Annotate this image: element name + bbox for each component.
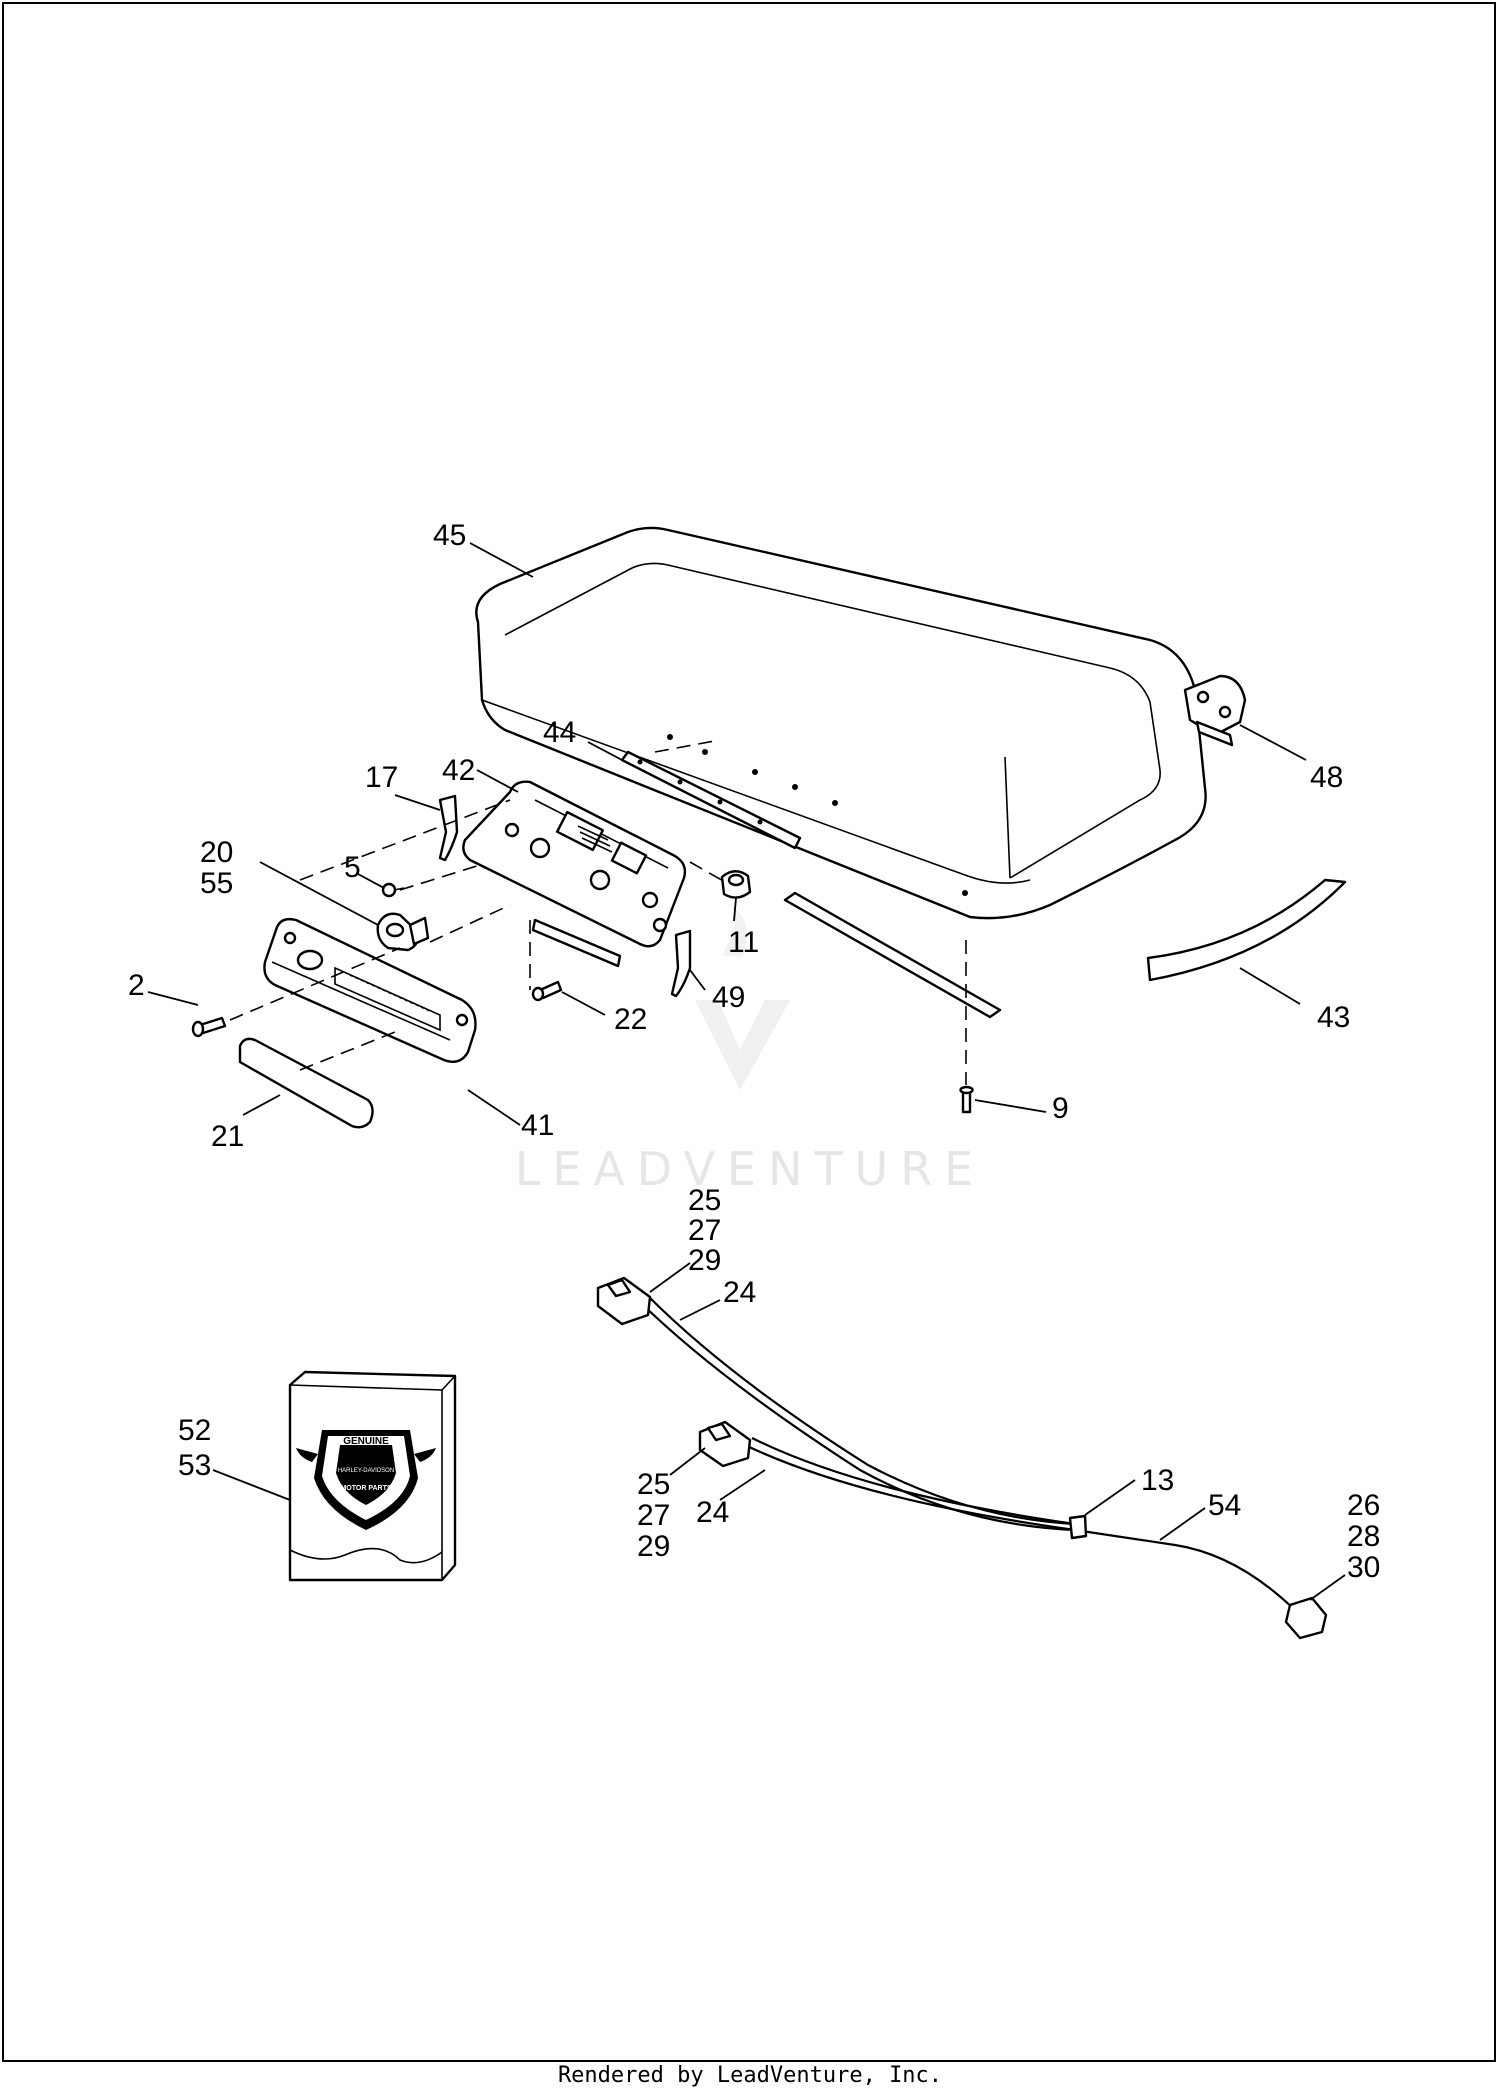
lid-part-45 (475, 526, 1207, 920)
badge-text-motor-parts: MOTOR PARTS (340, 1485, 391, 1492)
callout-53: 53 (178, 1449, 211, 1482)
callout-27-upper: 27 (688, 1214, 721, 1247)
callout-13: 13 (1141, 1464, 1174, 1497)
callout-22: 22 (614, 1003, 647, 1036)
wiring-harness-part-24 (596, 1276, 1328, 1640)
lens-part-21 (238, 1037, 374, 1129)
manual-part-52: GENUINE HARLEY-DAVIDSON MOTOR PARTS (288, 1370, 457, 1582)
screw-part-22 (531, 980, 563, 1002)
trim-part-43 (1146, 878, 1347, 982)
lever-part-49 (670, 929, 692, 998)
callout-2: 2 (128, 969, 145, 1002)
handle-cover-part-41 (263, 917, 477, 1063)
bracket-part-48 (1183, 674, 1247, 747)
lever-part-17 (438, 794, 459, 862)
genuine-motor-parts-logo: GENUINE HARLEY-DAVIDSON MOTOR PARTS (296, 1430, 436, 1530)
callout-26: 26 (1347, 1489, 1380, 1522)
callout-55: 55 (200, 867, 233, 900)
callout-52: 52 (178, 1414, 211, 1447)
callout-48: 48 (1310, 761, 1343, 794)
callout-25-lower: 25 (637, 1468, 670, 1501)
callout-21: 21 (211, 1120, 244, 1153)
callout-44: 44 (543, 716, 576, 749)
callout-25-upper: 25 (688, 1184, 721, 1217)
callout-30: 30 (1347, 1551, 1380, 1584)
callout-29-lower: 29 (637, 1530, 670, 1563)
callout-24-upper: 24 (723, 1276, 756, 1309)
callout-29-upper: 29 (688, 1244, 721, 1277)
strip-part-44 (620, 750, 802, 850)
badge-text-brand: HARLEY-DAVIDSON (338, 1468, 394, 1474)
callout-43: 43 (1317, 1001, 1350, 1034)
callout-labels: 45 44 48 17 42 20 55 5 11 2 49 22 43 9 4… (128, 519, 1380, 1584)
callout-9: 9 (1052, 1092, 1069, 1125)
screw-part-9 (959, 1085, 974, 1114)
screw-part-2 (191, 1016, 227, 1038)
nut-part-11 (720, 870, 752, 899)
latch-plate-part-42 (462, 780, 687, 968)
leader-lines (147, 542, 1346, 1601)
callout-41: 41 (521, 1109, 554, 1142)
screw-part-5 (381, 882, 405, 898)
callout-20: 20 (200, 836, 233, 869)
callout-28: 28 (1347, 1520, 1380, 1553)
callout-27-lower: 27 (637, 1499, 670, 1532)
callout-24-lower: 24 (696, 1496, 729, 1529)
callout-54: 54 (1208, 1489, 1241, 1522)
badge-text-genuine: GENUINE (343, 1436, 389, 1447)
callout-17: 17 (365, 761, 398, 794)
callout-45: 45 (433, 519, 466, 552)
footer-credit: Rendered by LeadVenture, Inc. (557, 2063, 943, 2088)
leadventure-watermark-logo (695, 905, 790, 1090)
lock-cylinder-part-20 (376, 912, 430, 952)
watermark-text: LEADVENTURE (515, 1142, 986, 1196)
callout-5: 5 (344, 851, 361, 884)
callout-49: 49 (712, 981, 745, 1014)
support-strip (783, 891, 1002, 1019)
callout-11: 11 (728, 926, 759, 959)
callout-42: 42 (442, 754, 475, 787)
